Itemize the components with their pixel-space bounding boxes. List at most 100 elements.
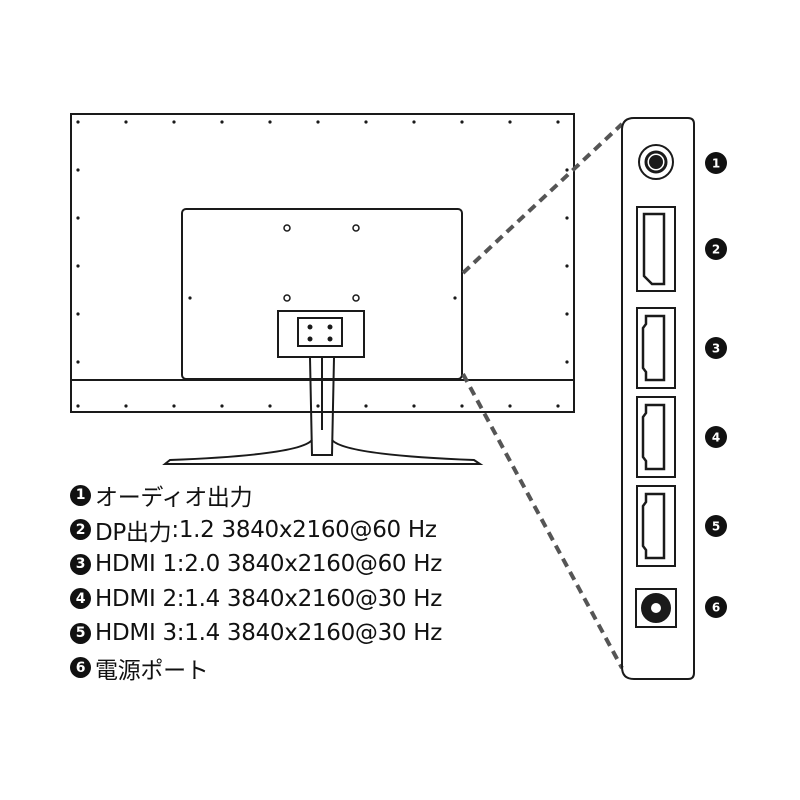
port-panel-outline	[621, 117, 695, 680]
audio-jack	[638, 144, 674, 180]
frame-dot	[565, 312, 569, 316]
legend-item: 2 DP出力 :1.2 3840x2160@60 Hz	[70, 513, 442, 548]
hdmi-port-1	[636, 307, 676, 389]
frame-dot	[364, 404, 368, 408]
legend-port-spec: :1.4 3840x2160@30 Hz	[176, 585, 443, 612]
power-jack-frame	[635, 588, 677, 628]
audio-jack-outer	[638, 144, 674, 180]
bracket-screws	[307, 324, 333, 342]
frame-dot	[316, 120, 320, 124]
bracket-screw	[307, 336, 313, 342]
port-marker-number: 6	[712, 601, 720, 615]
legend-number-badge: 1	[70, 484, 91, 506]
stand-mount-plate	[277, 310, 365, 358]
port-legend: 1 オーディオ出力 2 DP出力 :1.2 3840x2160@60 Hz 3 …	[70, 478, 442, 685]
port-marker-number: 2	[712, 243, 720, 257]
frame-dots	[76, 120, 569, 408]
frame-dot	[76, 120, 80, 124]
frame-dot	[76, 216, 80, 220]
frame-dot	[268, 120, 272, 124]
frame-dot	[565, 216, 569, 220]
vesa-hole	[352, 294, 360, 302]
frame-dot	[364, 120, 368, 124]
frame-dot	[172, 404, 176, 408]
displayport-connector	[642, 212, 666, 286]
port-marker-3: 3	[705, 337, 727, 359]
frame-dot	[220, 404, 224, 408]
legend-port-name: DP出力	[95, 519, 172, 546]
legend-number-badge: 3	[70, 553, 91, 575]
stand-base	[162, 439, 484, 465]
port-marker-5: 5	[705, 515, 727, 537]
legend-port-spec: :1.2 3840x2160@60 Hz	[171, 516, 437, 543]
frame-dot	[565, 168, 569, 172]
legend-port-name: 電源ポート	[95, 657, 209, 684]
legend-item: 3 HDMI 1 :2.0 3840x2160@60 Hz	[70, 547, 442, 582]
vesa-hole	[283, 224, 291, 232]
port-markers: 1 2 3 4 5 6	[705, 152, 727, 618]
legend-port-name: HDMI 3	[95, 620, 177, 647]
port-marker-2: 2	[705, 238, 727, 260]
callout-line-top	[461, 122, 624, 275]
legend-number-badge: 2	[70, 519, 91, 541]
port-marker-number: 1	[712, 157, 720, 171]
frame-dot	[460, 120, 464, 124]
frame-dot	[556, 404, 560, 408]
legend-number-badge: 4	[70, 588, 91, 610]
hdmi-connector	[641, 314, 666, 382]
frame-dot	[556, 120, 560, 124]
power-jack	[635, 588, 677, 628]
legend-item: 1 オーディオ出力	[70, 478, 442, 513]
legend-number-badge: 5	[70, 622, 91, 644]
legend-item: 6 電源ポート	[70, 651, 442, 686]
frame-dot	[565, 264, 569, 268]
frame-dot	[460, 404, 464, 408]
power-jack-pin	[651, 603, 661, 613]
stand-mount-bracket	[297, 317, 343, 347]
frame-dot	[508, 404, 512, 408]
port-marker-number: 4	[712, 431, 720, 445]
legend-item: 5 HDMI 3 :1.4 3840x2160@30 Hz	[70, 616, 442, 651]
audio-jack-ring	[644, 150, 668, 174]
hdmi-frame	[636, 307, 676, 389]
bracket-screw	[307, 324, 313, 330]
frame-dot	[76, 264, 80, 268]
vesa-hole	[352, 224, 360, 232]
port-marker-1: 1	[705, 152, 727, 174]
legend-port-name: オーディオ出力	[95, 485, 253, 512]
frame-dot	[412, 120, 416, 124]
hdmi-connector	[641, 492, 666, 560]
audio-jack-hole	[649, 155, 663, 169]
bracket-screw	[327, 336, 333, 342]
hdmi-connector	[641, 403, 666, 471]
legend-number-badge: 6	[70, 657, 91, 679]
legend-port-name: HDMI 2	[95, 585, 177, 612]
stand-neck	[309, 357, 335, 456]
hdmi-frame	[636, 396, 676, 478]
frame-dot	[124, 404, 128, 408]
hdmi-port-2	[636, 396, 676, 478]
frame-dot	[188, 296, 192, 300]
frame-dot	[124, 120, 128, 124]
monitor-back	[70, 113, 575, 465]
vesa-hole	[283, 294, 291, 302]
bracket-screw	[327, 324, 333, 330]
frame-dot	[172, 120, 176, 124]
frame-dot	[220, 120, 224, 124]
frame-dot	[76, 168, 80, 172]
hdmi-frame	[636, 485, 676, 567]
port-marker-number: 5	[712, 520, 720, 534]
frame-dot	[76, 360, 80, 364]
callout-line-bottom	[461, 373, 624, 669]
legend-port-name: HDMI 1	[95, 551, 177, 578]
legend-port-spec: :2.0 3840x2160@60 Hz	[176, 551, 443, 578]
frame-dot	[565, 360, 569, 364]
frame-dot	[316, 404, 320, 408]
port-marker-6: 6	[705, 596, 727, 618]
hdmi-port-3	[636, 485, 676, 567]
vesa-holes	[283, 224, 360, 302]
port-marker-4: 4	[705, 426, 727, 448]
frame-dot	[268, 404, 272, 408]
frame-dot	[508, 120, 512, 124]
